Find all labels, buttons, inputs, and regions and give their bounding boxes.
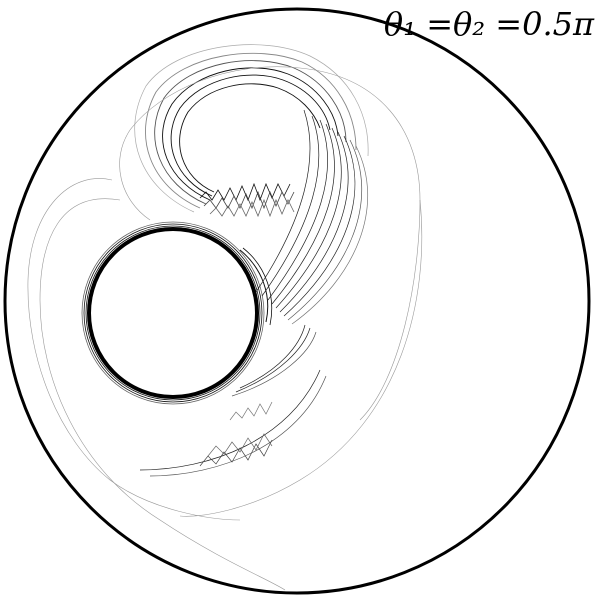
outer-boundary-circle: [3, 7, 591, 595]
boundary-layer-contours: [81, 221, 273, 405]
parameter-label: θ₁ =θ₂ =0.5π: [383, 5, 594, 43]
fan-contours: [255, 109, 369, 325]
shear-layer-ripples: [199, 182, 295, 218]
upper-vortex-contours: [134, 44, 369, 213]
lower-wake-contours: [139, 324, 327, 477]
outer-faint-contours: [27, 66, 423, 591]
inner-cylinder-circle: [87, 227, 259, 399]
